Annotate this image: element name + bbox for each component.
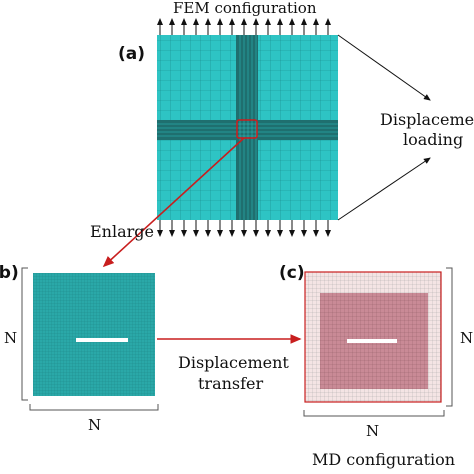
panel-c-height-label: N	[460, 329, 474, 347]
fem-highlight-region	[236, 119, 258, 139]
transfer-label-line2: transfer	[198, 374, 264, 393]
md-boundary	[304, 271, 442, 403]
loading-pointer-top	[337, 34, 431, 101]
height-bracket-b	[21, 267, 28, 401]
width-bracket-b	[29, 404, 159, 411]
loading-label-line2: loading	[403, 130, 464, 149]
fem-horizontal-band	[157, 120, 338, 140]
panel-b-height-label: N	[4, 329, 18, 347]
md-fine-mesh-grid	[33, 273, 155, 396]
panel-c	[303, 267, 453, 417]
top-load-arrows	[157, 18, 331, 35]
md-caption: MD configuration	[312, 450, 456, 469]
loading-label-line1: Displacement	[380, 110, 474, 129]
transfer-label-line1: Displacement	[178, 353, 289, 372]
enlarge-arrow	[102, 137, 245, 268]
loading-pointer-bottom	[337, 157, 431, 221]
crack	[76, 338, 128, 342]
panel-a-label: (a)	[118, 44, 146, 64]
crack-c	[347, 339, 397, 343]
panel-b-width-label: N	[88, 416, 102, 434]
panel-c-label: (c)	[279, 263, 305, 283]
enlarge-label: Enlarge	[90, 222, 154, 241]
panel-c-width-label: N	[366, 422, 380, 440]
fem-band-lines	[157, 35, 338, 220]
fem-panel	[157, 35, 338, 220]
bottom-load-arrows	[157, 220, 331, 237]
fem-title: FEM configuration	[173, 0, 317, 17]
width-bracket-c	[303, 410, 445, 417]
height-bracket-c	[446, 267, 453, 407]
panel-b	[21, 267, 159, 411]
panel-b-label: (b)	[0, 263, 19, 283]
